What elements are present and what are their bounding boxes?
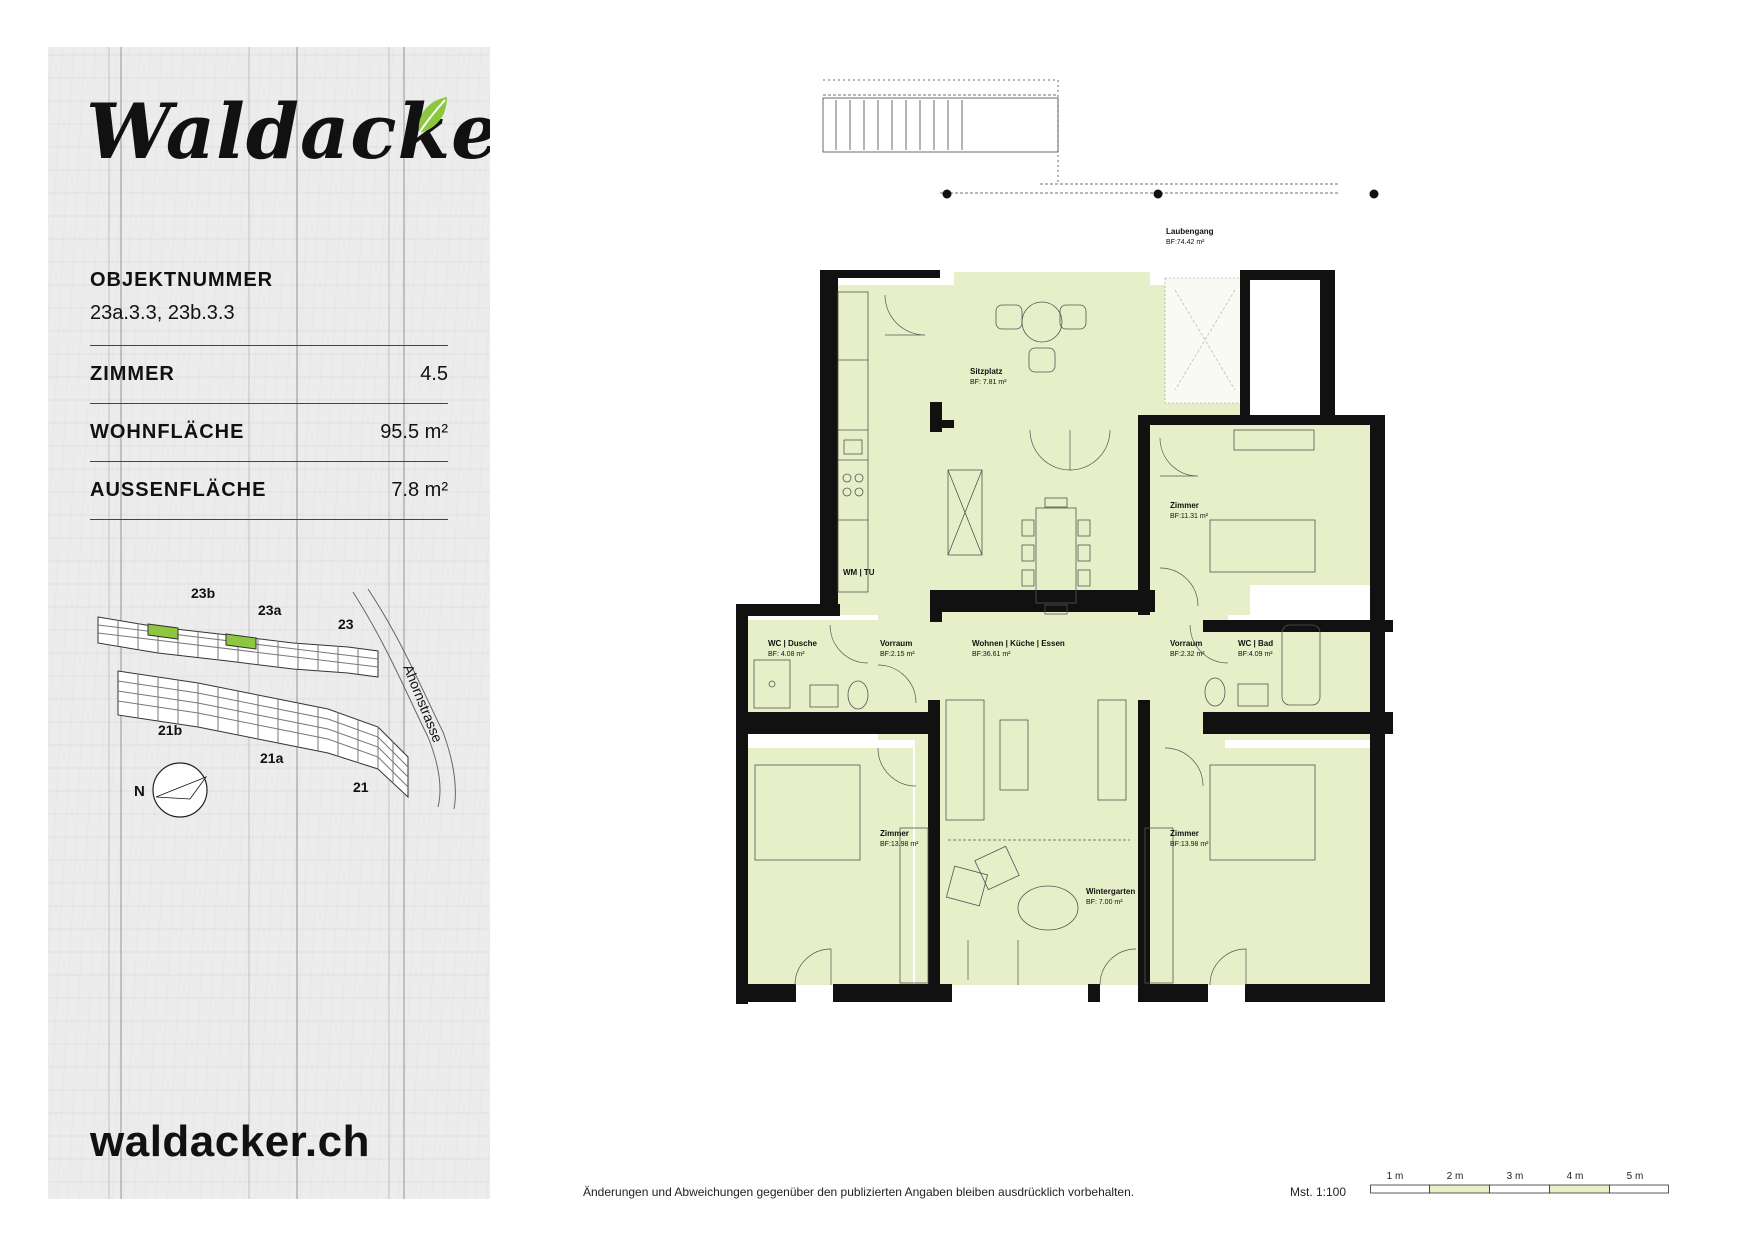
- divider: [90, 403, 448, 404]
- room-name: Vorraum: [880, 639, 912, 648]
- street-line: [352, 591, 441, 808]
- scale-tick: 2 m: [1447, 1171, 1464, 1182]
- room-area: BF:11.31 m²: [1170, 513, 1209, 520]
- room-name: WC | Dusche: [768, 639, 817, 648]
- room-area: BF:2.32 m²: [1170, 651, 1205, 658]
- room-name: Wintergarten: [1086, 887, 1135, 896]
- room-area: BF:2.15 m²: [880, 651, 915, 658]
- room-name: WC | Bad: [1238, 639, 1273, 648]
- room-name: Zimmer: [880, 829, 909, 838]
- laubengang-structure: [822, 79, 1379, 199]
- site-label-23: 23: [338, 616, 354, 632]
- scale-tick: 5 m: [1627, 1171, 1644, 1182]
- divider: [90, 345, 448, 346]
- room-name: Sitzplatz: [970, 367, 1002, 376]
- scale-label: Mst. 1:100: [1290, 1185, 1347, 1199]
- furniture: [753, 291, 1321, 984]
- room-area: BF:4.09 m²: [1238, 651, 1273, 658]
- room-area: BF:13.98 m²: [880, 841, 919, 848]
- room-area: BF:74.42 m²: [1166, 239, 1205, 246]
- object-number-value: 23a.3.3, 23b.3.3: [90, 302, 235, 324]
- floor-plan: Laubengang BF:74.42 m² Sitzplatz BF: 7.8…: [736, 79, 1393, 1004]
- compass-icon: [152, 762, 208, 818]
- room-name: Wohnen | Küche | Essen: [972, 639, 1065, 648]
- building-23: [97, 616, 379, 678]
- highlight-23b: [147, 623, 179, 640]
- site-label-23a: 23a: [258, 602, 282, 618]
- spec-rooms-label: ZIMMER: [90, 363, 175, 385]
- disclaimer: Änderungen und Abweichungen gegenüber de…: [583, 1185, 1135, 1199]
- site-label-21b: 21b: [158, 722, 182, 738]
- spec-rooms-value: 4.5: [420, 363, 448, 385]
- leaf-icon: [418, 97, 447, 134]
- room-area: BF: 7.00 m²: [1086, 899, 1123, 906]
- spec-living-area-value: 95.5 m²: [380, 421, 448, 443]
- doors: [794, 294, 1247, 986]
- scale-tick: 1 m: [1387, 1171, 1404, 1182]
- scale-bar: 1 m 2 m 3 m 4 m 5 m: [1370, 1171, 1669, 1194]
- spec-outdoor-area-value: 7.8 m²: [391, 479, 448, 501]
- walls: [736, 270, 1393, 1004]
- scale-tick: 3 m: [1507, 1171, 1524, 1182]
- room-area: BF:36.61 m²: [972, 651, 1011, 658]
- website-url: waldacker.ch: [90, 1117, 370, 1166]
- spec-outdoor-area-label: AUSSENFLÄCHE: [90, 479, 267, 501]
- street-label: Ahornstrasse: [400, 662, 446, 745]
- divider: [90, 461, 448, 462]
- building-21: [117, 670, 409, 799]
- room-area: BF: 4.08 m²: [768, 651, 805, 658]
- highlight-23a: [225, 633, 257, 650]
- site-label-21: 21: [353, 779, 369, 795]
- info-panel: Waldacker OBJEKTNUMMER 23a.3.3, 23b.3.3 …: [48, 47, 490, 1199]
- room-name: Zimmer: [1170, 501, 1199, 510]
- site-label-23b: 23b: [191, 587, 215, 601]
- object-number-label: OBJEKTNUMMER: [90, 269, 274, 291]
- room-name: WM | TU: [843, 568, 875, 577]
- room-area: BF: 7.81 m²: [970, 379, 1007, 386]
- room-area: BF:13.98 m²: [1170, 841, 1209, 848]
- site-label-21a: 21a: [260, 750, 284, 766]
- site-map: 23b 23a 23 21b 21a 21 Ahornstrasse N: [97, 587, 456, 818]
- scale-tick: 4 m: [1567, 1171, 1584, 1182]
- north-label: N: [134, 783, 145, 800]
- room-name: Laubengang: [1166, 227, 1214, 236]
- room-name: Zimmer: [1170, 829, 1199, 838]
- room-name: Vorraum: [1170, 639, 1202, 648]
- room-labels: Laubengang BF:74.42 m² Sitzplatz BF: 7.8…: [768, 227, 1273, 906]
- spec-living-area-label: WOHNFLÄCHE: [90, 421, 245, 443]
- divider: [90, 519, 448, 520]
